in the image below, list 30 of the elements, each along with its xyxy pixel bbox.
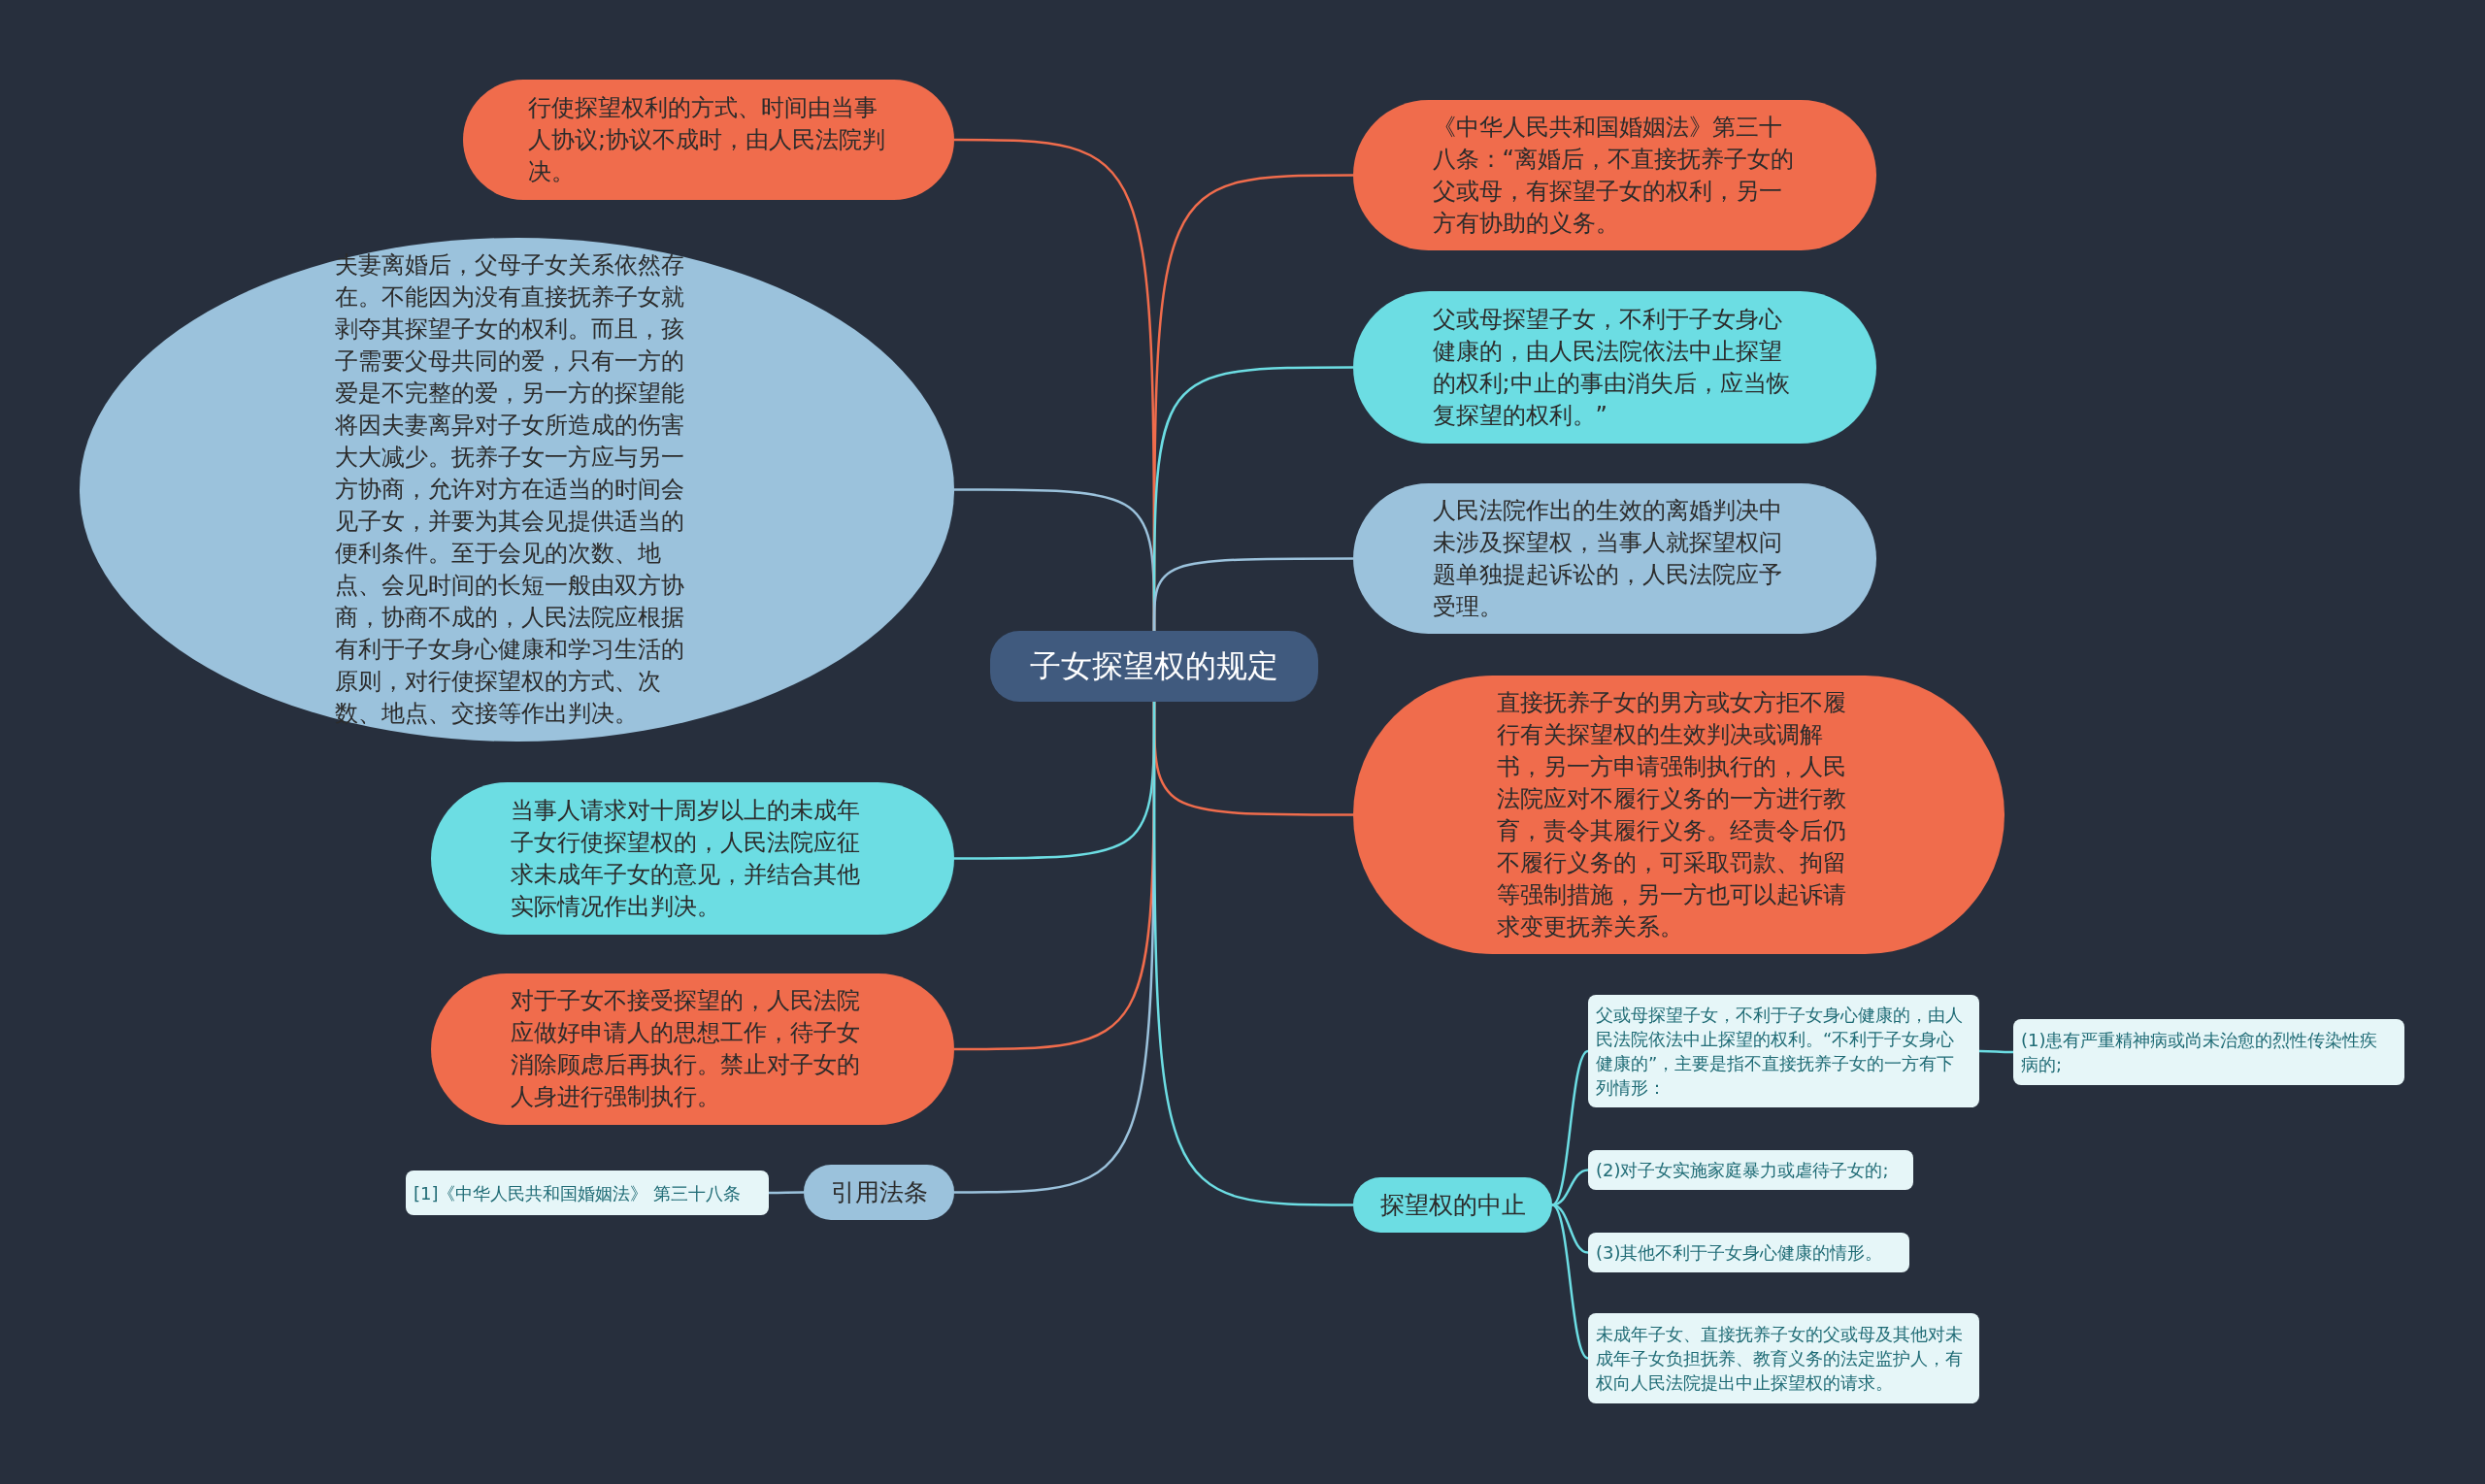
topic-text: 探望权的中止 bbox=[1379, 1190, 1526, 1221]
note-box bbox=[1588, 995, 1979, 1107]
connector-line bbox=[1551, 1204, 1589, 1360]
topic-text: (2)对子女实施家庭暴力或虐待子女的; bbox=[1596, 1159, 1889, 1182]
note-box bbox=[1588, 1233, 1909, 1272]
connector-line bbox=[1152, 702, 1353, 1206]
connector-line bbox=[1551, 1050, 1589, 1206]
connector-line bbox=[1152, 557, 1353, 631]
topic-text: 父或母探望子女，不利于子女身心健康的，由人民法院依法中止探望的权利;中止的事由消失后，应当恢复探望的权利。” bbox=[1432, 304, 1791, 431]
topic-text: 引用法条 bbox=[830, 1177, 928, 1208]
connector-line bbox=[769, 1191, 804, 1195]
topic-text: [1]《中华人民共和国婚姻法》 第三十八条 bbox=[414, 1181, 742, 1205]
topic-text: 父或母探望子女，不利于子女身心健康的，由人民法院依法中止探望的权利。“不利于子女身心健康的”，主要是指不直接抚养子女的一方有下列情形： bbox=[1596, 1004, 1964, 1100]
note-box bbox=[1588, 1150, 1913, 1190]
topic-text: 当事人请求对十周岁以上的未成年子女行使探望权的，人民法院应征求未成年子女的意见，并结合其他实际情况作出判决。 bbox=[510, 795, 861, 922]
note-box bbox=[1588, 1313, 1979, 1403]
topic-text: 夫妻离婚后，父母子女关系依然存在。不能因为没有直接抚养子女就剥夺其探望子女的权利。而且，孩子需要父母共同的爱，只有一方的爱是不完整的爱，另一方的探望能将因夫妻离异对子女所造成的伤害大大减少。抚养子女一方应与另一方协商，允许对方在适当的时间会见子女，并要为其会见提供适当的便利条件。至于会见的次数、地点、会见时间的长短一般由双方协商，协商不成的，人民法院应根据有利于子女身心健康和学习生活的原则，对行使探望权的方式、次数、地点、交接等作出判决。 bbox=[334, 250, 685, 729]
topic-text: 人民法院作出的生效的离婚判决中未涉及探望权，当事人就探望权问题单独提起诉讼的，人民法院应予受理。 bbox=[1432, 495, 1783, 622]
topic-text: (3)其他不利于子女身心健康的情形。 bbox=[1596, 1241, 1883, 1265]
topic-text: 直接抚养子女的男方或女方拒不履行有关探望权的生效判决或调解书，另一方申请强制执行的，人民法院应对不履行义务的一方进行教育，责令其履行义务。经责令后仍不履行义务的，可采取罚款、拘留等强制措施，另一方也可以起诉请求变更抚养关系。 bbox=[1496, 687, 1847, 942]
topic-text: 《中华人民共和国婚姻法》第三十八条：“离婚后，不直接抚养子女的父或母，有探望子女的权利，另一方有协助的义务。 bbox=[1432, 112, 1795, 239]
topic-text: 子女探望权的规定 bbox=[1030, 650, 1278, 682]
connector-line bbox=[1979, 1049, 2013, 1054]
note-box bbox=[406, 1171, 769, 1215]
topic-text: (1)患有严重精神病或尚未治愈的烈性传染性疾病的; bbox=[2021, 1029, 2379, 1076]
topic-text: 对于子女不接受探望的，人民法院应做好申请人的思想工作，待子女消除顾虑后再执行。禁止对子女的人身进行强制执行。 bbox=[510, 986, 861, 1112]
note-box bbox=[2013, 1019, 2404, 1085]
central-topic bbox=[990, 631, 1318, 702]
topic-text: 行使探望权利的方式、时间由当事人协议;协议不成时，由人民法院判决。 bbox=[528, 92, 887, 187]
topic-text: 未成年子女、直接抚养子女的父或母及其他对未成年子女负担抚养、教育义务的法定监护人，有权向人民法院提出中止探望权的请求。 bbox=[1596, 1323, 1964, 1395]
